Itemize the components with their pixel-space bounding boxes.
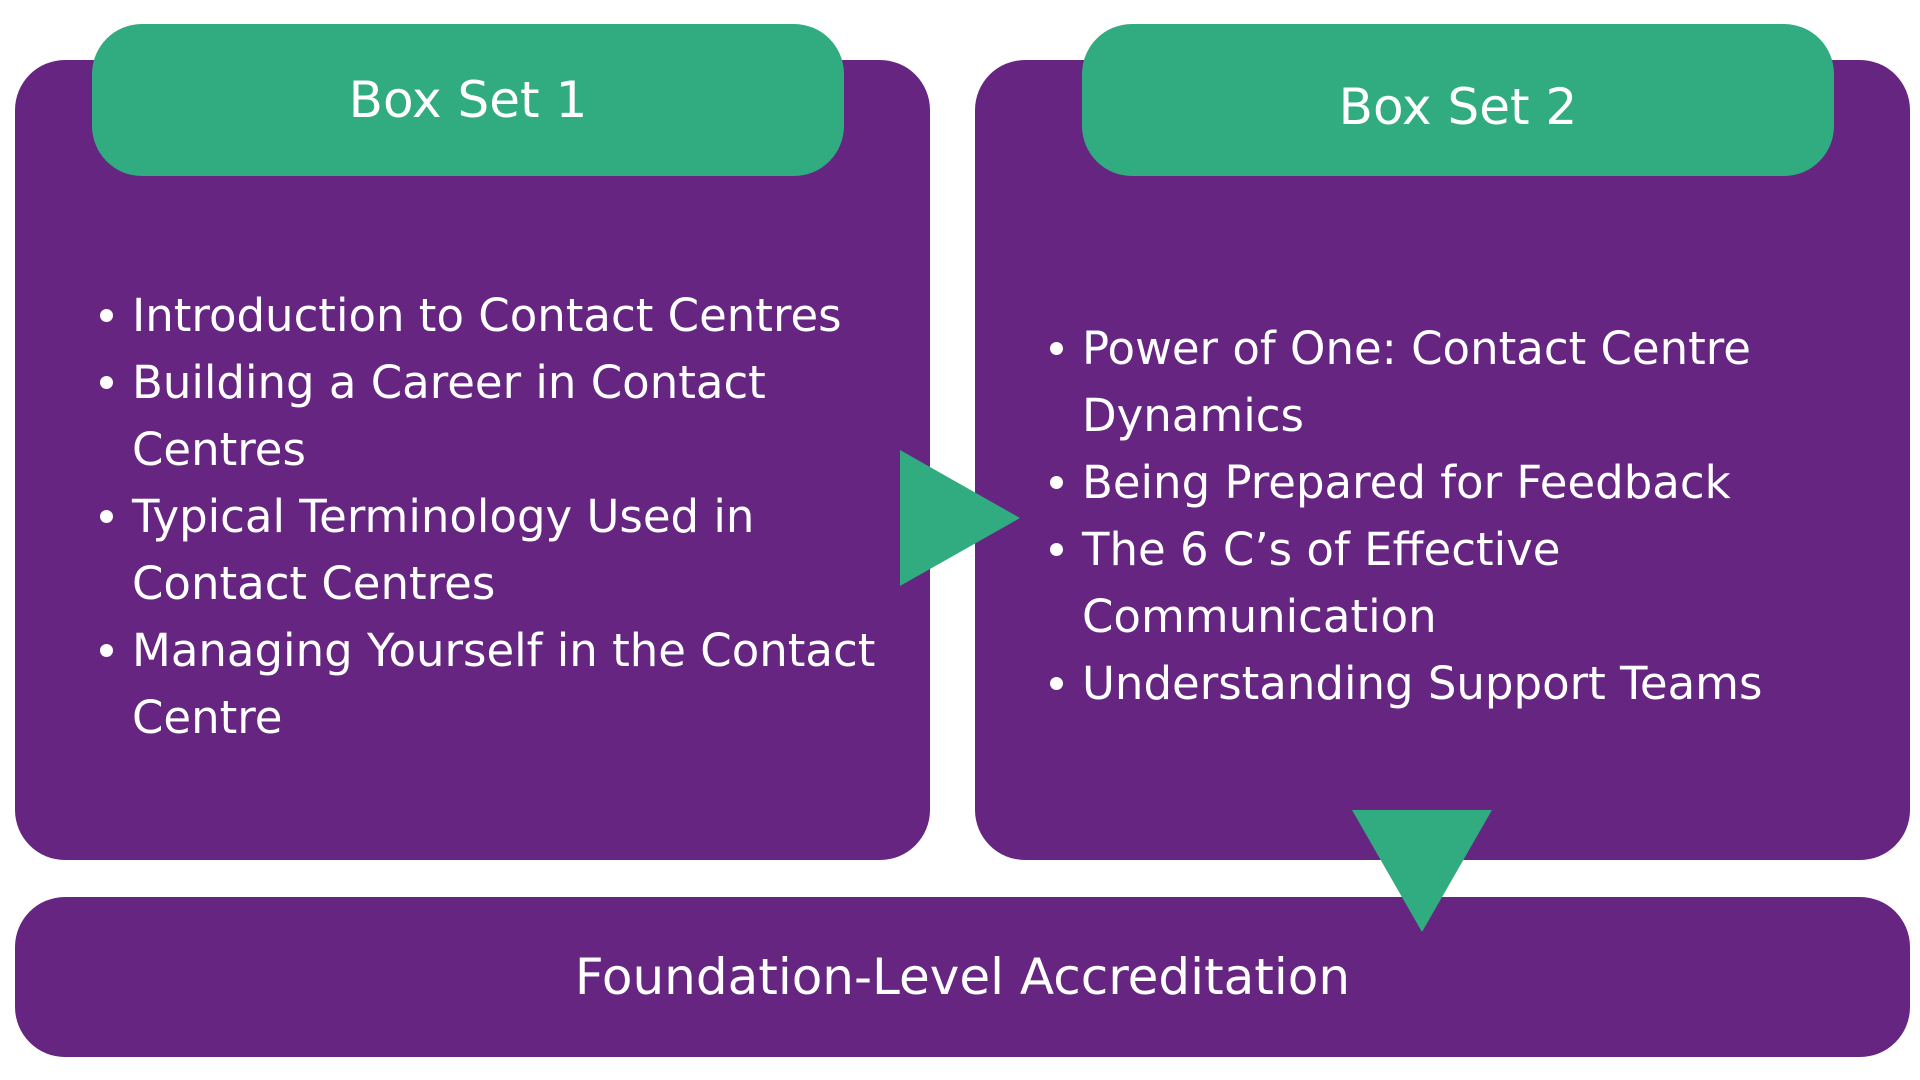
accreditation-bar: Foundation-Level Accreditation <box>15 897 1910 1057</box>
list-item: Managing Yourself in the Contact Centre <box>100 617 932 751</box>
box-set-1-title-text: Box Set 1 <box>348 71 588 129</box>
list-item: Building a Career in Contact Centres <box>100 349 932 483</box>
box-set-1-title: Box Set 1 <box>92 24 844 176</box>
box-set-2-topics: Power of One: Contact Centre Dynamics Be… <box>1042 315 1902 717</box>
accreditation-label: Foundation-Level Accreditation <box>574 948 1351 1006</box>
box-set-1-topics: Introduction to Contact Centres Building… <box>92 282 932 751</box>
list-item: Being Prepared for Feedback <box>1050 449 1902 516</box>
triangle-right-icon <box>900 450 1020 586</box>
list-item: Introduction to Contact Centres <box>100 282 932 349</box>
box-set-1-panel <box>15 60 930 860</box>
box-set-2-title: Box Set 2 <box>1082 24 1834 176</box>
box-set-2-title-text: Box Set 2 <box>1338 78 1578 136</box>
list-item: Understanding Support Teams <box>1050 650 1902 717</box>
list-item: Typical Terminology Used in Contact Cent… <box>100 483 932 617</box>
box-set-2-panel <box>975 60 1910 860</box>
triangle-down-icon <box>1352 810 1492 932</box>
list-item: The 6 C’s of Effective Communication <box>1050 516 1902 650</box>
list-item: Power of One: Contact Centre Dynamics <box>1050 315 1902 449</box>
